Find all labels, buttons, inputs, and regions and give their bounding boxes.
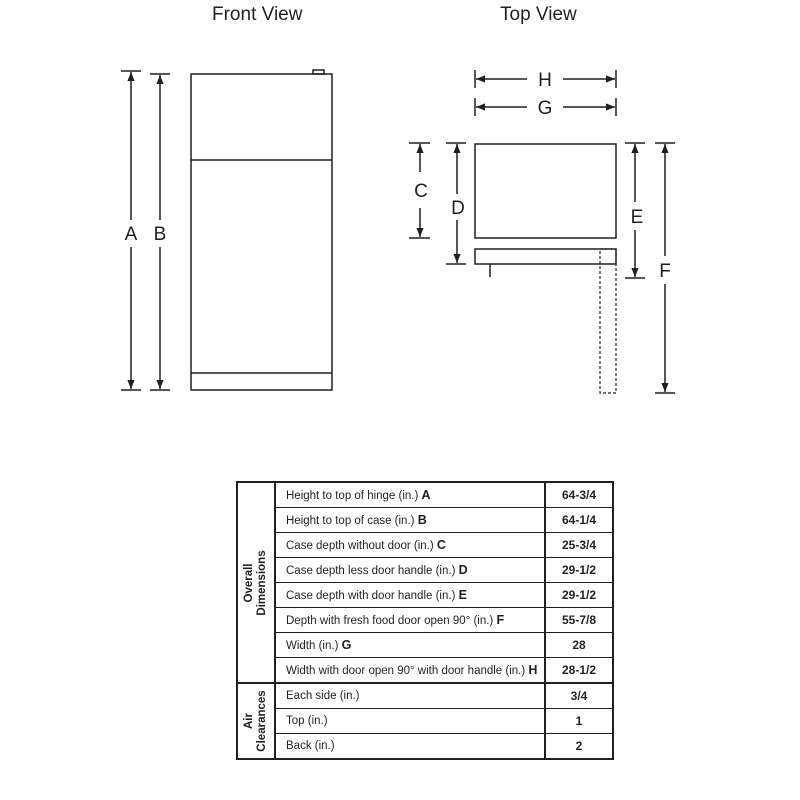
top-view-title: Top View: [500, 4, 577, 25]
row-label: Depth with fresh food door open 90° (in.…: [274, 607, 546, 633]
row-label-text: Back (in.): [286, 740, 335, 752]
dimension-h-label: H: [538, 70, 552, 91]
row-dimension-letter: C: [436, 538, 446, 552]
row-value: 29-1/2: [544, 557, 614, 583]
overall-dimensions-group: Overall Dimensions: [236, 481, 276, 684]
dimension-a-label: A: [125, 224, 138, 245]
row-dimension-letter: E: [458, 588, 467, 602]
row-value: 28: [544, 632, 614, 658]
row-value: 55-7/8: [544, 607, 614, 633]
table-row: Width with door open 90° with door handl…: [237, 657, 614, 684]
row-label-text: Top (in.): [286, 715, 328, 727]
row-value: 28-1/2: [544, 657, 614, 684]
top-view-door: [474, 248, 617, 265]
row-value: 64-1/4: [544, 507, 614, 533]
row-value: 25-3/4: [544, 532, 614, 558]
row-label: Height to top of hinge (in.) A: [274, 481, 546, 508]
row-label-text: Case depth less door handle (in.): [286, 565, 456, 577]
dimension-f-label: F: [659, 261, 671, 282]
top-view-cabinet: [474, 143, 617, 239]
front-view-fridge-body: [190, 73, 333, 391]
row-dimension-letter: D: [458, 563, 468, 577]
dimensions-table: Overall Dimensions Height to top of hinge…: [236, 481, 614, 760]
row-value: 3/4: [544, 682, 614, 709]
table-row: Air Clearances Each side (in.) 3/4: [236, 682, 614, 760]
row-label: Case depth less door handle (in.) D: [274, 557, 546, 583]
row-label-text: Width (in.): [286, 640, 339, 652]
row-dimension-letter: H: [528, 663, 538, 677]
row-label-text: Depth with fresh food door open 90° (in.…: [286, 615, 494, 627]
air-clearances-group-label: Air Clearances: [243, 690, 268, 752]
row-value: 29-1/2: [544, 582, 614, 608]
dimension-c-label: C: [414, 181, 428, 202]
row-label: Each side (in.): [274, 682, 546, 709]
table-row: Overall Dimensions Height to top of hinge…: [236, 481, 614, 684]
dimension-g-label: G: [538, 98, 553, 119]
overall-dimensions-group-label: Overall Dimensions: [243, 549, 268, 616]
row-label-text: Case depth with door handle (in.): [286, 590, 456, 602]
row-dimension-letter: G: [341, 638, 352, 652]
row-value: 64-3/4: [544, 481, 614, 508]
table-row: Back (in.) 2: [237, 733, 614, 760]
front-view-hinge: [312, 69, 325, 75]
row-value: 1: [544, 708, 614, 734]
air-clearances-group: Air Clearances: [236, 682, 276, 760]
row-label-text: Height to top of case (in.): [286, 515, 415, 527]
row-label: Width with door open 90° with door handl…: [274, 657, 546, 684]
row-label-text: Each side (in.): [286, 690, 360, 702]
row-label-text: Height to top of hinge (in.): [286, 490, 419, 502]
row-label: Case depth with door handle (in.) E: [274, 582, 546, 608]
row-label: Case depth without door (in.) C: [274, 532, 546, 558]
dimension-d-label: D: [451, 198, 465, 219]
row-dimension-letter: A: [421, 488, 431, 502]
row-value: 2: [544, 733, 614, 760]
front-view-title: Front View: [212, 4, 303, 25]
dimension-e-label: E: [631, 207, 644, 228]
row-label: Width (in.) G: [274, 632, 546, 658]
row-label: Height to top of case (in.) B: [274, 507, 546, 533]
dimension-drawing: A B H G C D E F: [121, 69, 675, 394]
table-row: Top (in.) 1: [237, 708, 614, 734]
row-label: Top (in.): [274, 708, 546, 734]
table-row: Depth with fresh food door open 90° (in.…: [237, 607, 614, 633]
row-label-text: Case depth without door (in.): [286, 540, 434, 552]
row-label: Back (in.): [274, 733, 546, 760]
row-dimension-letter: F: [496, 613, 505, 627]
row-label-text: Width with door open 90° with door handl…: [286, 665, 526, 677]
dimension-b-label: B: [154, 224, 167, 245]
row-dimension-letter: B: [417, 513, 427, 527]
top-view-open-door: [599, 248, 617, 394]
